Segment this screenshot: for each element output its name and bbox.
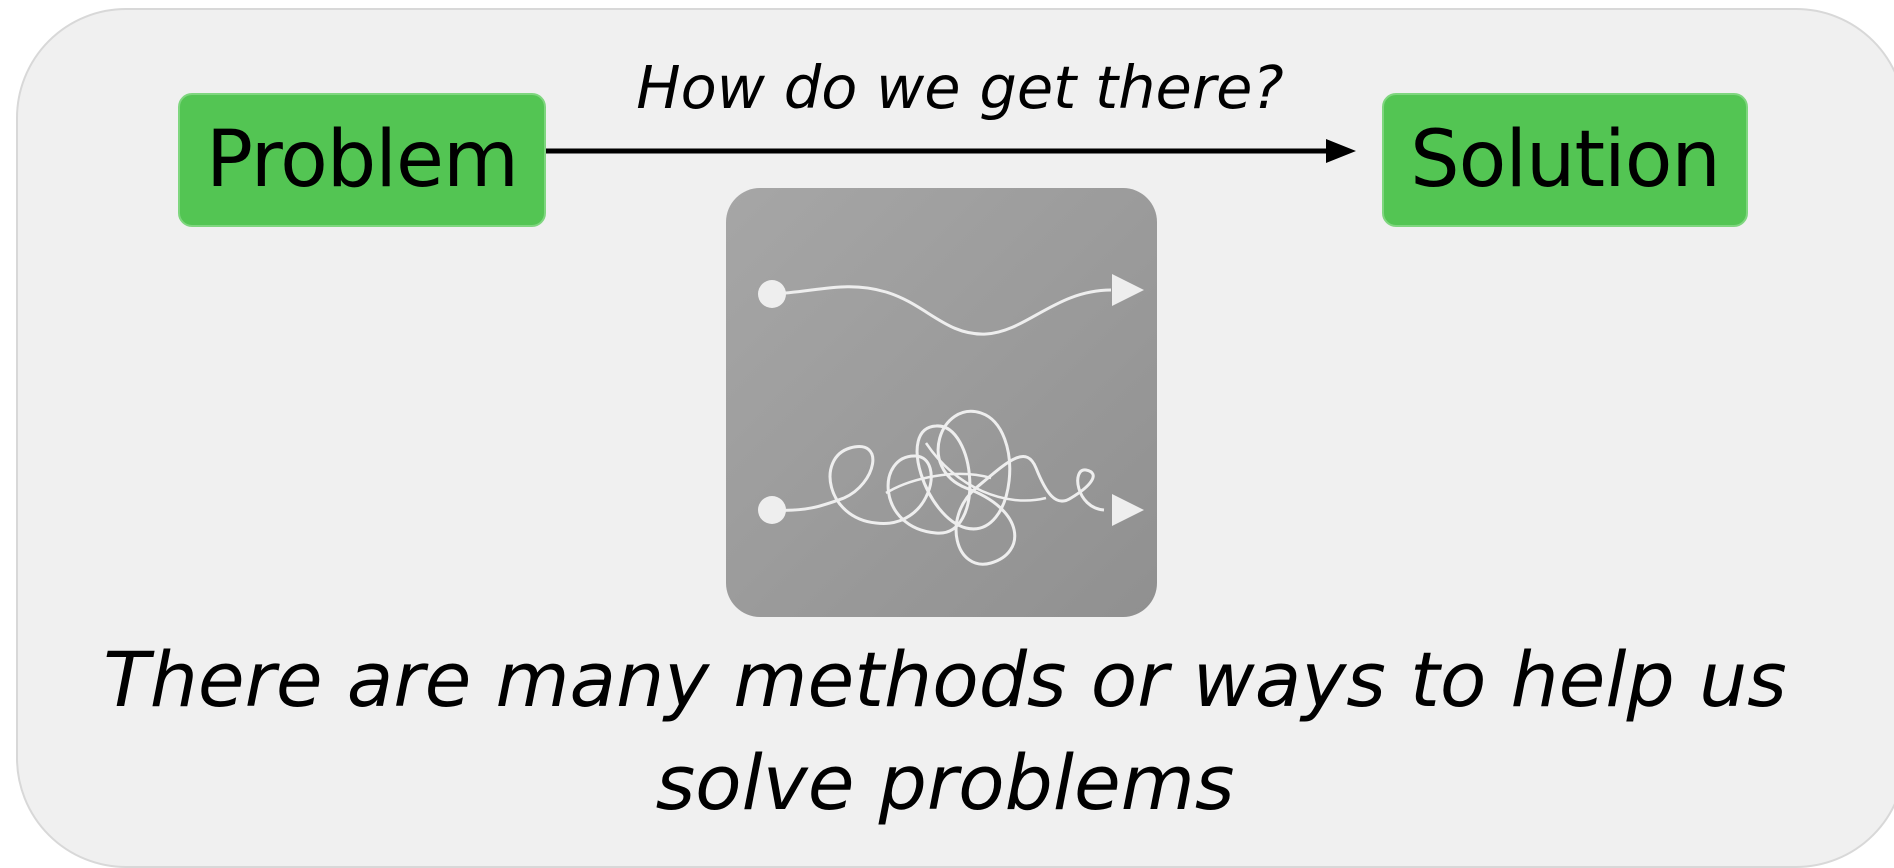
- caption-text: There are many methods or ways to help u…: [103, 635, 1787, 828]
- tangled-path-icon: [758, 409, 1144, 566]
- paths-illustration: [726, 188, 1157, 617]
- arrow-label: How do we get there?: [636, 53, 1284, 122]
- arrow-head: [1326, 139, 1356, 163]
- straight-path-icon: [758, 274, 1144, 336]
- problem-box: Problem: [178, 93, 546, 227]
- solution-box: Solution: [1382, 93, 1748, 227]
- connector-arrow: [546, 139, 1356, 163]
